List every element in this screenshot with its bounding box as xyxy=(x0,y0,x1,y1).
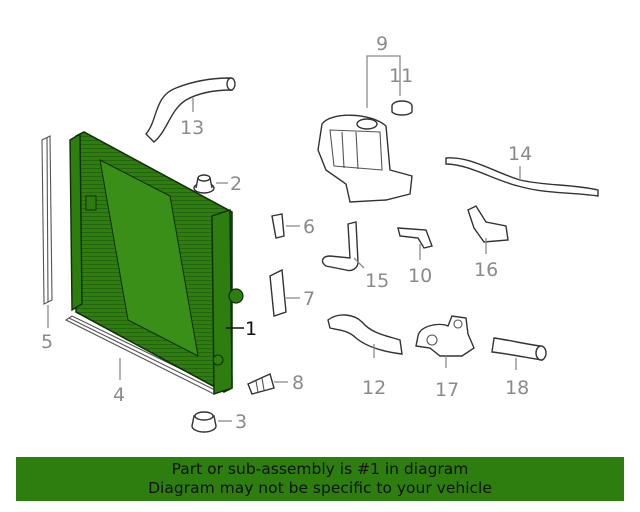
callout-12[interactable]: 12 xyxy=(362,377,386,399)
callout-10[interactable]: 10 xyxy=(408,265,432,287)
callout-3[interactable]: 3 xyxy=(235,411,247,433)
part-8-drain-plug[interactable] xyxy=(247,373,275,395)
callout-9[interactable]: 9 xyxy=(376,33,388,55)
callout-4[interactable]: 4 xyxy=(113,384,125,406)
part-15-bracket[interactable] xyxy=(321,221,359,272)
callout-17[interactable]: 17 xyxy=(435,379,459,401)
part-11-reservoir-cap[interactable] xyxy=(391,100,413,116)
callout-7[interactable]: 7 xyxy=(303,288,315,310)
callout-6[interactable]: 6 xyxy=(303,216,315,238)
callout-2[interactable]: 2 xyxy=(230,173,242,195)
part-9-reservoir[interactable] xyxy=(317,114,413,203)
part-16-bracket[interactable] xyxy=(467,205,509,243)
part-5-seal-strip[interactable] xyxy=(41,135,53,305)
selection-banner: Part or sub-assembly is #1 in diagram Di… xyxy=(16,457,624,501)
callout-15[interactable]: 15 xyxy=(365,270,389,292)
callout-14[interactable]: 14 xyxy=(508,143,532,165)
part-6-clip[interactable] xyxy=(271,213,285,239)
part-3-lower-grommet[interactable] xyxy=(191,411,217,433)
part-17-thermostat-housing[interactable] xyxy=(415,315,475,357)
banner-line-1: Part or sub-assembly is #1 in diagram xyxy=(171,460,469,478)
callout-1[interactable]: 1 xyxy=(245,318,257,340)
part-14-overflow-hose[interactable] xyxy=(445,157,599,197)
part-18-hose[interactable] xyxy=(491,337,547,361)
part-12-lower-hose[interactable] xyxy=(327,314,403,355)
callout-5[interactable]: 5 xyxy=(41,331,53,353)
callout-13[interactable]: 13 xyxy=(180,117,204,139)
part-10-bracket[interactable] xyxy=(397,227,433,249)
part-1-radiator[interactable] xyxy=(69,131,244,395)
callout-16[interactable]: 16 xyxy=(474,259,498,281)
callout-11[interactable]: 11 xyxy=(389,65,413,87)
part-7-bracket[interactable] xyxy=(269,268,287,317)
part-13-upper-hose[interactable] xyxy=(145,77,236,143)
part-2-upper-grommet[interactable] xyxy=(193,174,215,194)
banner-line-2: Diagram may not be specific to your vehi… xyxy=(148,479,492,497)
callout-8[interactable]: 8 xyxy=(292,372,304,394)
callout-18[interactable]: 18 xyxy=(505,377,529,399)
